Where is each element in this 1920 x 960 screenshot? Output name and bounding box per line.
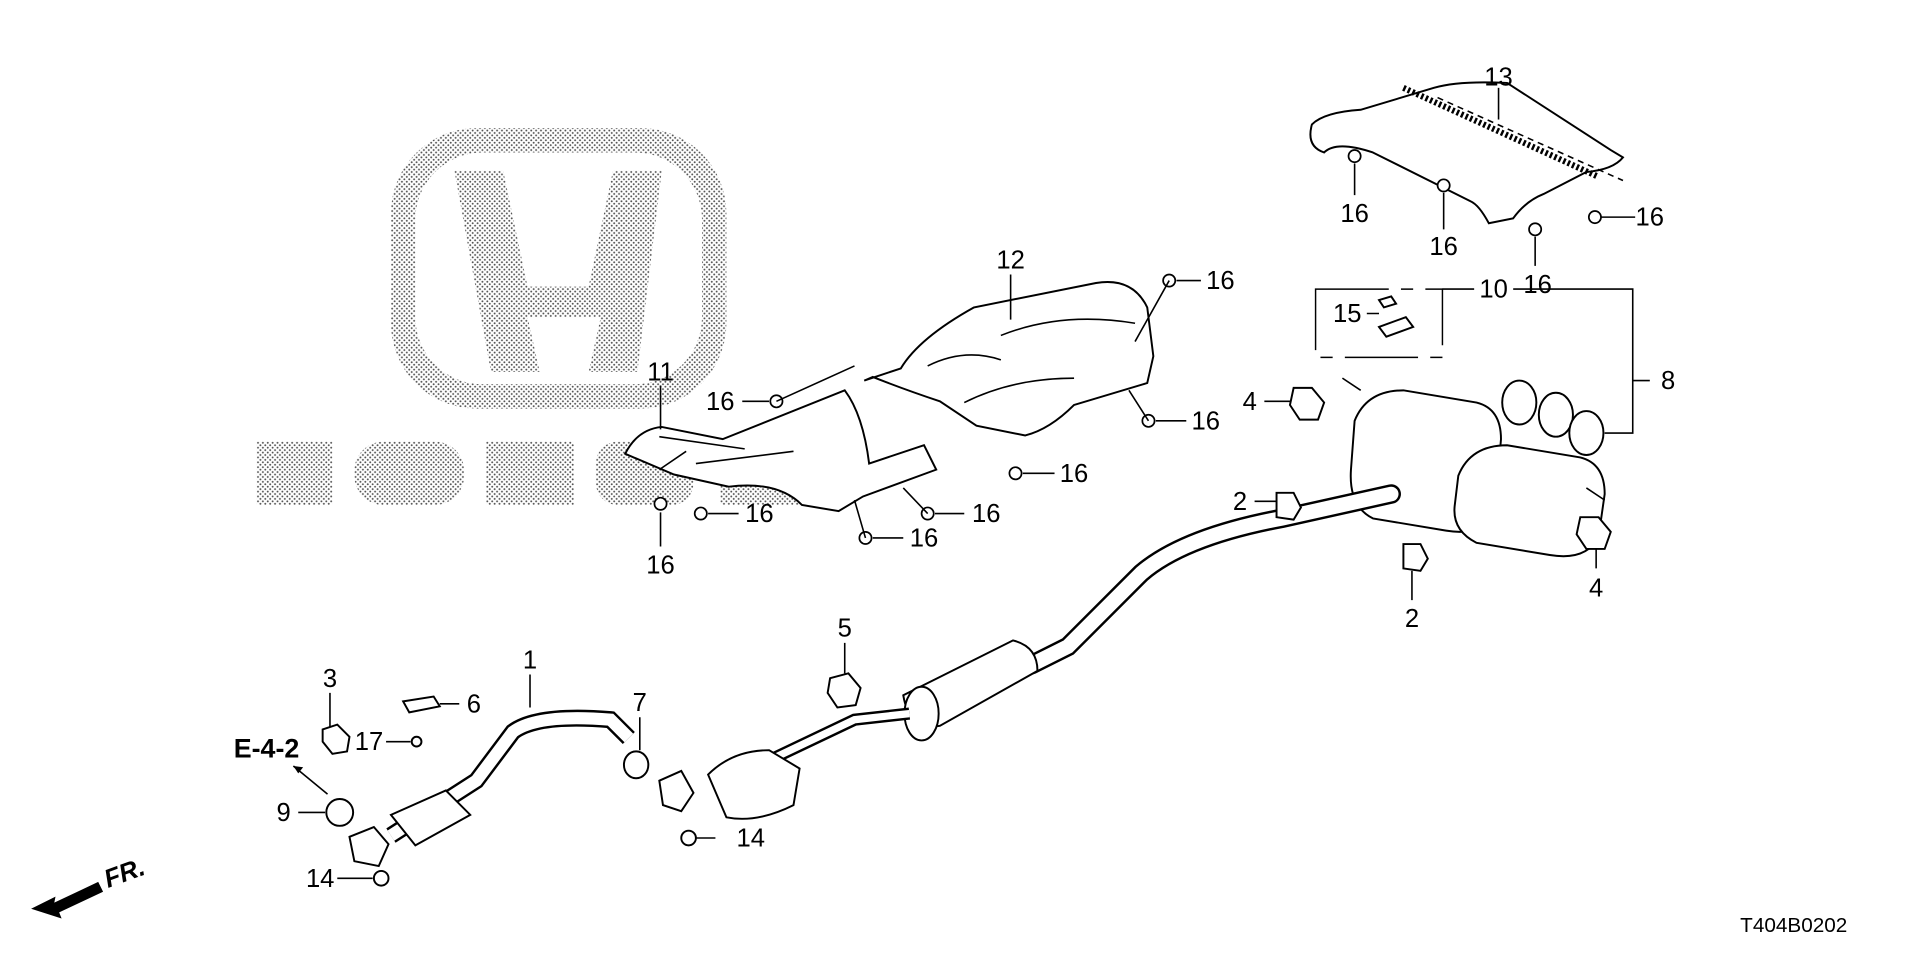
callout-1[interactable]: 1 bbox=[523, 646, 537, 674]
callout-5[interactable]: 5 bbox=[838, 615, 852, 643]
cross-reference-link[interactable]: E-4-2 bbox=[234, 734, 300, 764]
heat-shield-12 bbox=[863, 281, 1155, 437]
callout-16[interactable]: 16 bbox=[910, 524, 939, 552]
callout-9[interactable]: 9 bbox=[276, 799, 290, 827]
bracket-6 bbox=[401, 695, 442, 714]
callout-16[interactable]: 16 bbox=[646, 551, 675, 579]
callout-14[interactable]: 14 bbox=[306, 865, 335, 893]
front-direction-arrow bbox=[31, 881, 104, 919]
hanger-rubber-5 bbox=[826, 672, 862, 709]
callout-3[interactable]: 3 bbox=[323, 665, 337, 693]
callout-17[interactable]: 17 bbox=[355, 728, 384, 756]
front-pipe-1 bbox=[348, 709, 635, 868]
nut-14b bbox=[680, 829, 697, 847]
set-box-10 bbox=[1314, 288, 1444, 359]
callout-4[interactable]: 4 bbox=[1243, 388, 1257, 416]
heat-shield-13 bbox=[1309, 81, 1625, 225]
callout-6[interactable]: 6 bbox=[467, 690, 481, 718]
diagram-reference-code: T404B0202 bbox=[1740, 914, 1847, 937]
callout-10[interactable]: 10 bbox=[1479, 276, 1507, 304]
rear-muffler-assembly bbox=[1341, 377, 1606, 558]
callout-16[interactable]: 16 bbox=[1523, 271, 1551, 299]
clip-10 bbox=[1377, 315, 1415, 338]
gasket-9 bbox=[325, 798, 355, 827]
nut-17 bbox=[410, 735, 423, 748]
callout-13[interactable]: 13 bbox=[1484, 63, 1512, 91]
callout-16[interactable]: 16 bbox=[1429, 233, 1457, 261]
callout-16[interactable]: 16 bbox=[1192, 407, 1221, 435]
leader-lines bbox=[298, 87, 1650, 880]
callout-16[interactable]: 16 bbox=[706, 388, 735, 416]
hanger-rubber-3 bbox=[321, 723, 351, 755]
hanger-rubber-2a bbox=[1275, 491, 1303, 521]
callout-7[interactable]: 7 bbox=[633, 689, 647, 717]
clip-15 bbox=[1377, 295, 1398, 309]
nut-14a bbox=[372, 869, 390, 887]
callout-15[interactable]: 15 bbox=[1333, 300, 1361, 328]
callout-16[interactable]: 16 bbox=[1060, 460, 1089, 488]
hanger-rubber-2b bbox=[1402, 543, 1429, 572]
front-label: FR. bbox=[100, 853, 148, 893]
callout-16[interactable]: 16 bbox=[972, 500, 1001, 528]
hanger-rubber-4a bbox=[1288, 386, 1326, 421]
callout-16[interactable]: 16 bbox=[1206, 267, 1235, 295]
callout-16[interactable]: 16 bbox=[1636, 204, 1664, 232]
exhaust-pipe-center bbox=[658, 484, 1401, 820]
callout-11[interactable]: 11 bbox=[647, 359, 674, 387]
hanger-rubber-4b bbox=[1575, 516, 1612, 550]
callout-2[interactable]: 2 bbox=[1233, 488, 1247, 516]
callout-12[interactable]: 12 bbox=[996, 246, 1025, 274]
callout-4[interactable]: 4 bbox=[1589, 574, 1603, 602]
callout-16[interactable]: 16 bbox=[1340, 200, 1369, 228]
gasket-7 bbox=[622, 750, 650, 780]
heat-shield-11 bbox=[623, 389, 938, 513]
callout-14[interactable]: 14 bbox=[737, 825, 766, 853]
callout-2[interactable]: 2 bbox=[1405, 605, 1419, 633]
callout-16[interactable]: 16 bbox=[745, 500, 774, 528]
callout-8[interactable]: 8 bbox=[1661, 367, 1675, 395]
cross-ref-arrowhead bbox=[293, 766, 304, 774]
